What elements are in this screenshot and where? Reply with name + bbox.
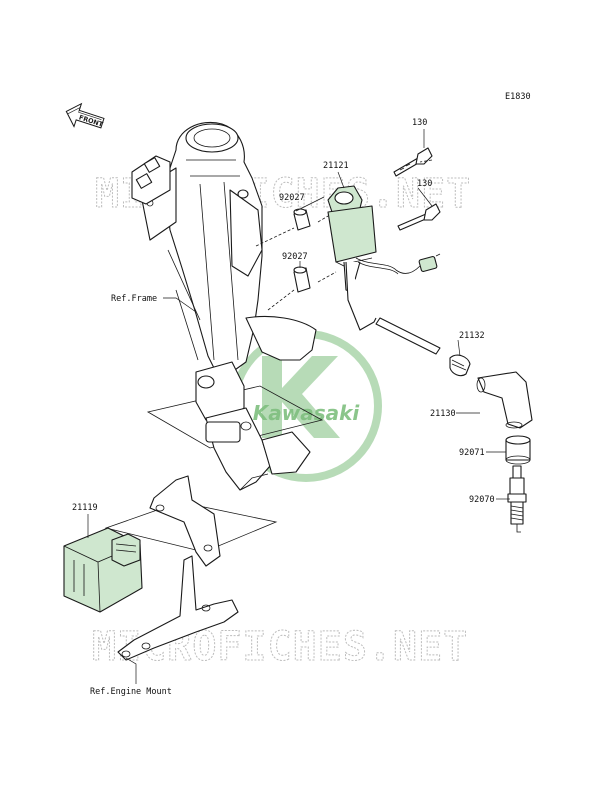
label-ref-frame: Ref.Frame bbox=[111, 294, 157, 304]
label-seal: 92071 bbox=[459, 448, 485, 458]
label-ignition-coil: 21121 bbox=[323, 161, 349, 171]
logo-text: Kawasaki bbox=[253, 401, 361, 425]
igniter-21119 bbox=[63, 527, 143, 613]
bolt-130-upper bbox=[393, 147, 433, 177]
label-bolt-130-lower: 130 bbox=[417, 179, 432, 189]
ignition-coil-21121 bbox=[327, 185, 441, 331]
diagram-code: E1830 bbox=[505, 92, 531, 102]
label-igniter: 21119 bbox=[72, 503, 98, 513]
collar-92027-lower bbox=[293, 266, 311, 293]
spark-plug-92070 bbox=[507, 465, 527, 533]
bolt-130-lower bbox=[397, 203, 441, 231]
bracket-engine-mount bbox=[117, 475, 239, 661]
label-plug-cap: 21130 bbox=[430, 409, 456, 419]
label-bolt-130-upper: 130 bbox=[412, 118, 427, 128]
front-arrow-icon: FRONT bbox=[65, 102, 105, 129]
label-ref-engine-mount: Ref.Engine Mount bbox=[90, 687, 172, 697]
plug-cap-21130 bbox=[476, 371, 533, 429]
spring-21132 bbox=[375, 317, 471, 377]
label-spark-plug: 92070 bbox=[469, 495, 495, 505]
label-collar-lower: 92027 bbox=[282, 252, 308, 262]
label-collar-upper: 92027 bbox=[279, 193, 305, 203]
frame-reference-part bbox=[131, 122, 317, 491]
label-spring: 21132 bbox=[459, 331, 485, 341]
seal-92071 bbox=[505, 435, 531, 465]
